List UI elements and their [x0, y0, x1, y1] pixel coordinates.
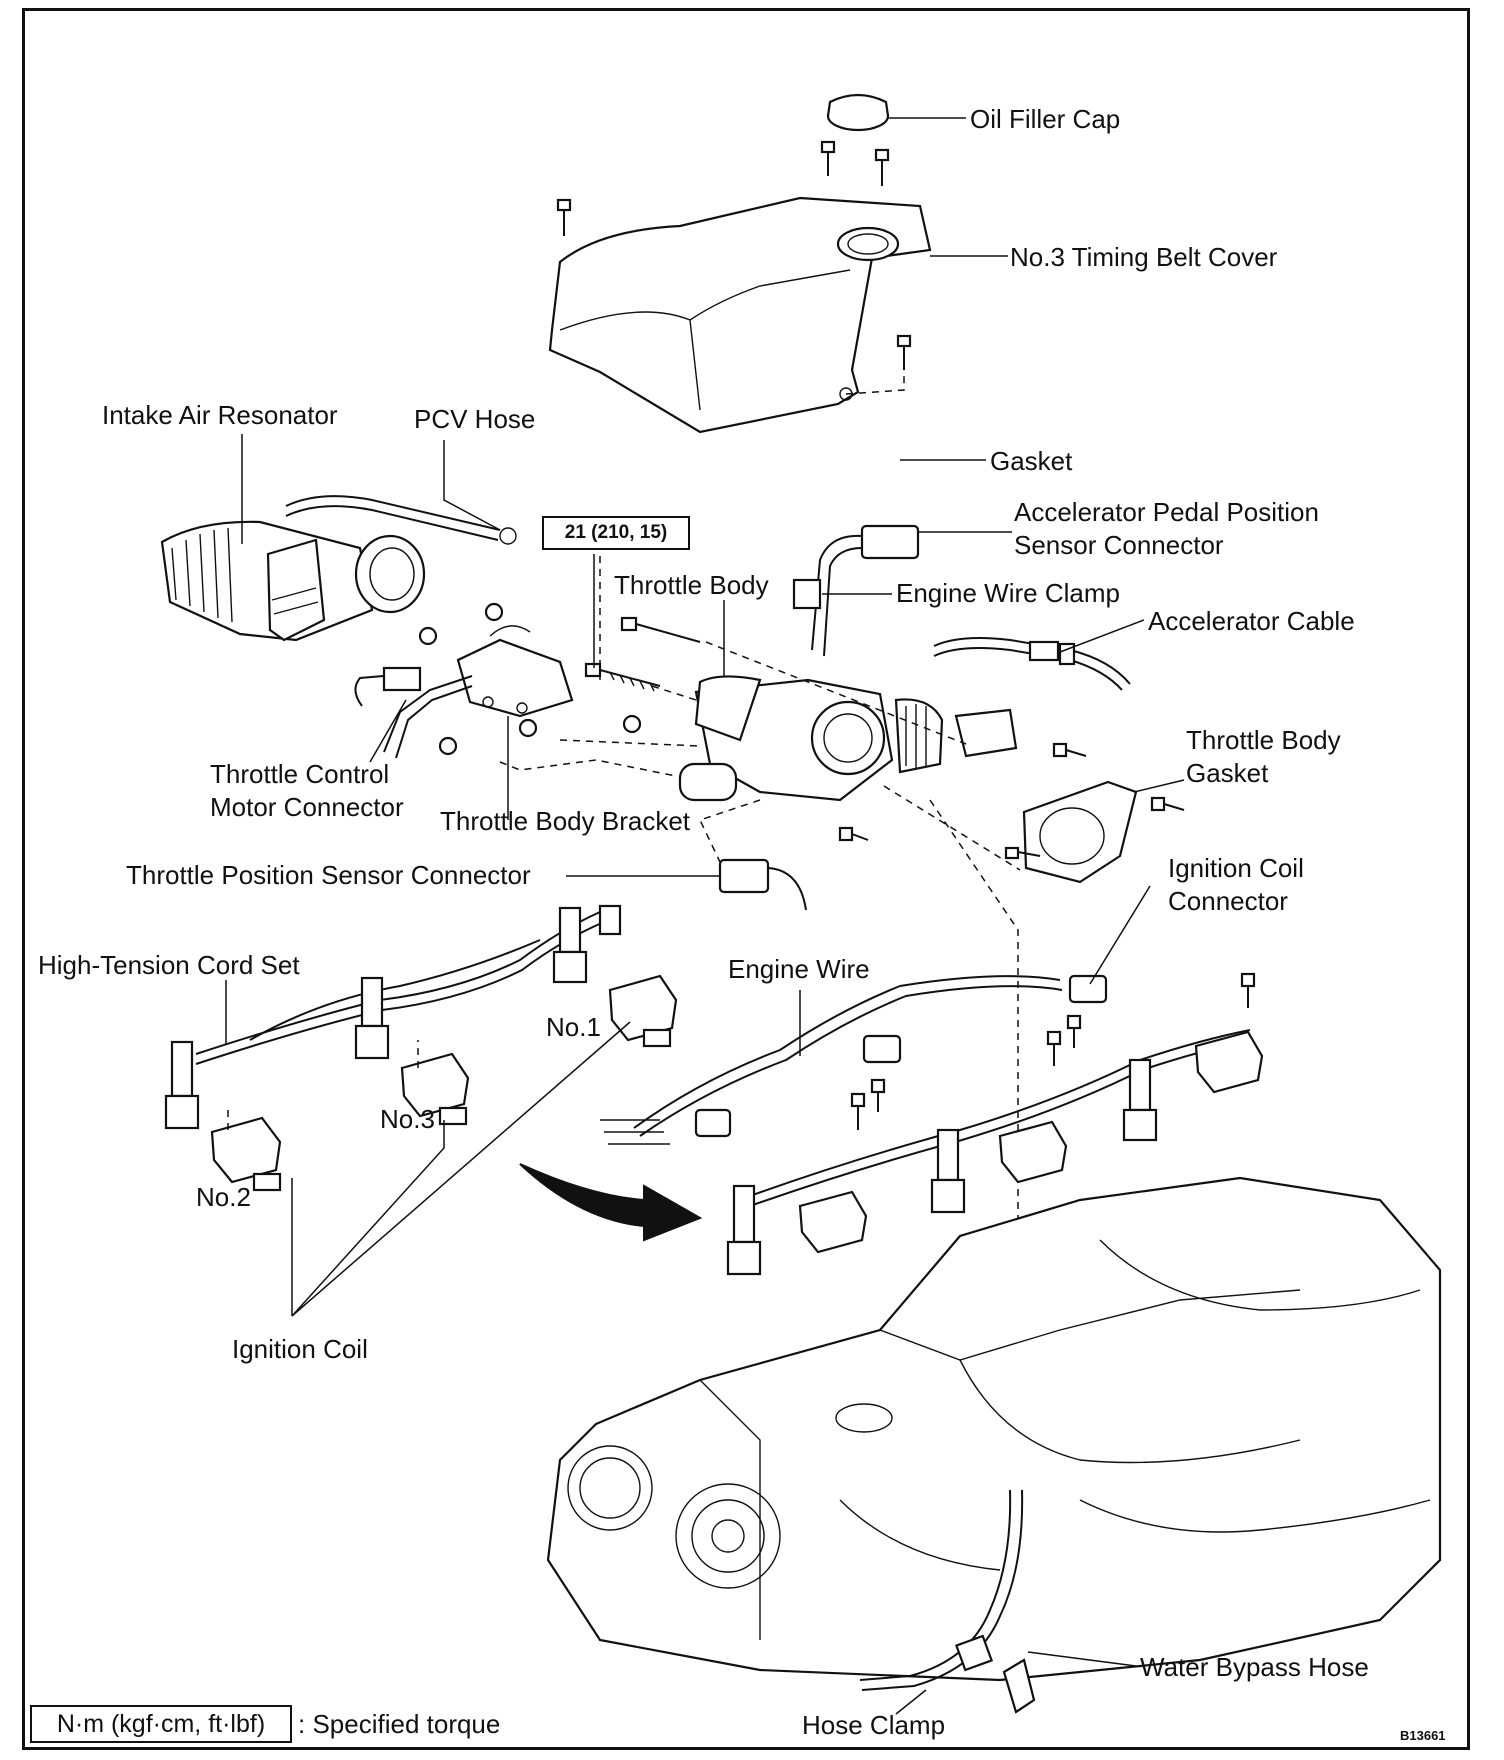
app-sensor-connector-part	[811, 524, 920, 657]
throttle-control-motor-connector-part	[354, 666, 422, 707]
torque-spec-box: 21 (210, 15)	[542, 516, 690, 550]
gasket-bolts	[838, 742, 1185, 860]
label-throttle-control-motor-line1: Throttle Control	[210, 759, 390, 789]
water-bypass-hose-part	[859, 1489, 1024, 1691]
ignition-coil-no1	[608, 974, 678, 1048]
throttle-body-gasket-part	[1022, 780, 1138, 884]
high-tension-cord-set-left	[164, 904, 622, 1130]
label-throttle-control-motor-line2: Motor Connector	[210, 792, 404, 822]
engine-wire-clamp-part	[792, 578, 822, 610]
label-hose-clamp: Hose Clamp	[802, 1710, 946, 1740]
ignition-coil-no3	[400, 1052, 470, 1126]
torque-legend-text: : Specified torque	[298, 1709, 501, 1739]
ignition-coil-no2	[210, 1116, 282, 1192]
label-throttle-position-sensor: Throttle Position Sensor Connector	[126, 860, 531, 890]
label-app-sensor-connector-line1: Accelerator Pedal Position	[1014, 497, 1319, 527]
bracket-nuts	[418, 602, 642, 756]
label-no3: No.3	[380, 1104, 435, 1134]
label-throttle-body-bracket: Throttle Body Bracket	[440, 806, 690, 836]
label-pcv-hose: PCV Hose	[414, 404, 536, 434]
hose-clamp-part	[1002, 1658, 1036, 1714]
accelerator-cable-part	[933, 637, 1131, 691]
label-throttle-body-gasket-line1: Throttle Body	[1186, 725, 1341, 755]
label-throttle-body-gasket-line2: Gasket	[1186, 758, 1269, 788]
intake-air-resonator-part	[160, 520, 426, 642]
label-ignition-coil-connector-line1: Ignition Coil	[1168, 853, 1304, 883]
torque-bolt	[584, 616, 701, 692]
leader-lines	[225, 117, 1185, 1715]
diagram-frame	[22, 8, 1470, 1750]
engine-wire-part	[633, 974, 1108, 1138]
label-engine-wire: Engine Wire	[728, 954, 870, 984]
label-oil-filler-cap: Oil Filler Cap	[970, 104, 1121, 134]
label-no2: No.2	[196, 1182, 251, 1212]
high-tension-cord-set-installed	[726, 1029, 1264, 1276]
throttle-body-bracket-part	[383, 625, 574, 759]
label-no1: No.1	[546, 1012, 601, 1042]
cover-bolts	[556, 140, 912, 370]
pcv-hose-part	[285, 495, 517, 545]
label-intake-air-resonator: Intake Air Resonator	[102, 400, 338, 430]
timing-belt-cover-part	[548, 196, 932, 434]
label-accelerator-cable: Accelerator Cable	[1148, 606, 1355, 636]
spark-plug-boots-left	[164, 904, 622, 1130]
install-direction-arrow	[519, 1119, 703, 1242]
torque-unit-box: N·m (kgf·cm, ft·lbf)	[30, 1705, 292, 1743]
label-app-sensor-connector-line2: Sensor Connector	[1014, 530, 1224, 560]
label-ignition-coil-connector-line2: Connector	[1168, 886, 1288, 916]
oil-filler-cap-part	[826, 93, 890, 132]
ignition-coils-left	[210, 974, 678, 1192]
figure-code: B13661	[1400, 1728, 1446, 1743]
label-timing-belt-cover: No.3 Timing Belt Cover	[1010, 242, 1278, 272]
engine-block-drawing	[546, 1176, 1442, 1682]
label-throttle-body: Throttle Body	[614, 570, 769, 600]
label-high-tension-cord-set: High-Tension Cord Set	[38, 950, 300, 980]
label-gasket: Gasket	[990, 446, 1073, 476]
throttle-body-part	[678, 675, 1018, 802]
label-engine-wire-clamp: Engine Wire Clamp	[896, 578, 1120, 608]
throttle-position-sensor-connector-part	[718, 858, 807, 911]
label-ignition-coil: Ignition Coil	[232, 1334, 368, 1364]
harness-bolts	[850, 972, 1256, 1130]
label-water-bypass-hose: Water Bypass Hose	[1140, 1652, 1369, 1682]
